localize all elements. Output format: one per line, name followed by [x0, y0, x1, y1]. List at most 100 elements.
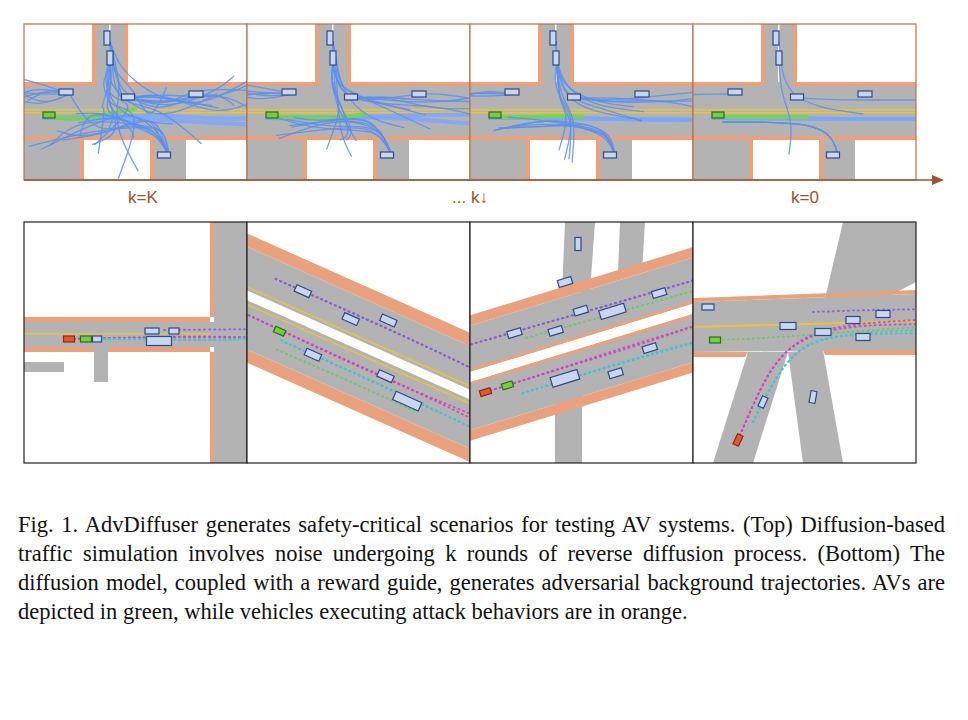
- trajectory-line: [502, 126, 615, 156]
- sidewalk: [470, 268, 693, 405]
- panel-ground: [24, 222, 247, 463]
- road-area: [377, 140, 409, 180]
- step-label: k=K: [128, 188, 158, 208]
- sidewalk: [24, 347, 210, 352]
- vehicle-box: [489, 112, 501, 118]
- trajectory-line: [332, 62, 351, 156]
- sidewalk: [92, 24, 96, 82]
- road-area: [600, 140, 632, 180]
- trajectory-line: [332, 42, 429, 129]
- step-label: k=0: [791, 188, 819, 208]
- vehicle-box: [412, 91, 426, 97]
- trajectory-line: [576, 97, 693, 103]
- vehicle-box: [377, 370, 394, 383]
- vehicle-box: [635, 91, 649, 97]
- vehicle-box: [505, 89, 519, 95]
- panel-frame: [247, 24, 470, 180]
- trajectory-line: [556, 62, 571, 159]
- trajectory-line: [130, 89, 247, 102]
- vehicle-box: [780, 323, 796, 330]
- vehicle-box: [599, 303, 626, 319]
- vehicle-box: [827, 152, 840, 158]
- vehicle-box: [145, 328, 159, 334]
- vehicle-box: [773, 31, 779, 45]
- road-median: [470, 271, 693, 415]
- panel-frame: [24, 222, 247, 463]
- trajectory-line: [576, 92, 693, 100]
- trajectory-line: [332, 42, 405, 99]
- road-area: [765, 24, 793, 86]
- road-area: [24, 362, 64, 372]
- vehicle-box: [710, 337, 721, 343]
- lane-line: [247, 109, 470, 111]
- sidewalk: [470, 281, 693, 418]
- vehicle-box: [507, 328, 522, 339]
- lane-line: [247, 243, 470, 431]
- vehicle-box: [548, 326, 563, 337]
- vehicle-box: [876, 311, 890, 318]
- panel-ground: [693, 222, 916, 463]
- sidewalk: [80, 140, 84, 180]
- vehicle-box: [604, 152, 617, 158]
- sidewalk: [315, 24, 319, 82]
- vehicle-box: [608, 368, 623, 379]
- vehicle-box: [294, 285, 311, 298]
- vehicle-box: [380, 314, 397, 327]
- sidewalk: [347, 24, 351, 82]
- scene-panel: [470, 222, 693, 463]
- label-holder: k=K: [128, 188, 158, 208]
- vehicle-box: [856, 334, 870, 341]
- sidewalk: [538, 24, 542, 82]
- trajectory-line: [274, 279, 470, 395]
- trajectory-line: [522, 324, 693, 396]
- sidewalk: [570, 24, 574, 82]
- panel-frame: [24, 24, 247, 180]
- road-area: [788, 350, 843, 463]
- trajectory-line: [713, 118, 916, 119]
- trajectory-line: [713, 118, 916, 119]
- road-area: [319, 24, 347, 86]
- sidewalk: [749, 140, 753, 180]
- vehicle-box: [273, 326, 285, 336]
- vehicle-box: [93, 336, 102, 342]
- sidewalk: [247, 82, 470, 86]
- panel-ground: [693, 24, 916, 180]
- step-label: ... k↓: [452, 188, 488, 208]
- trajectory-line: [723, 122, 838, 156]
- vehicle-box: [107, 51, 113, 65]
- trajectory-line: [779, 42, 863, 114]
- road-area: [693, 140, 749, 180]
- trajectory-line: [79, 118, 169, 156]
- road-area: [713, 352, 788, 463]
- trajectory-line: [721, 115, 808, 119]
- trajectory-line: [277, 349, 414, 411]
- sidewalk: [24, 82, 247, 86]
- vehicle-box: [122, 94, 135, 100]
- sidewalk: [373, 140, 377, 180]
- lane-line: [693, 320, 916, 328]
- vehicle-box: [550, 369, 580, 387]
- sidewalk: [210, 352, 214, 463]
- lane-line: [470, 112, 693, 114]
- trajectory-line: [753, 330, 916, 422]
- vehicle-box: [479, 388, 491, 397]
- vehicle-box: [550, 31, 556, 45]
- trajectory-line: [277, 128, 392, 156]
- sidewalk: [823, 350, 916, 355]
- trajectory-line: [274, 279, 470, 398]
- vehicle-box: [147, 337, 172, 346]
- vehicle-box: [733, 434, 743, 447]
- vehicle-box: [342, 313, 359, 326]
- vehicle-box: [642, 343, 657, 354]
- trajectory-line: [799, 98, 916, 100]
- sidewalk: [693, 136, 916, 140]
- lane-line: [24, 112, 247, 114]
- trajectory-line: [247, 315, 470, 426]
- vehicle-box: [330, 51, 336, 65]
- trajectory-line: [76, 113, 169, 156]
- vehicle-box: [189, 91, 203, 97]
- trajectory-line: [275, 114, 364, 117]
- vehicle-box: [282, 89, 296, 95]
- sidewalk: [24, 317, 210, 322]
- vehicle-box: [573, 305, 588, 316]
